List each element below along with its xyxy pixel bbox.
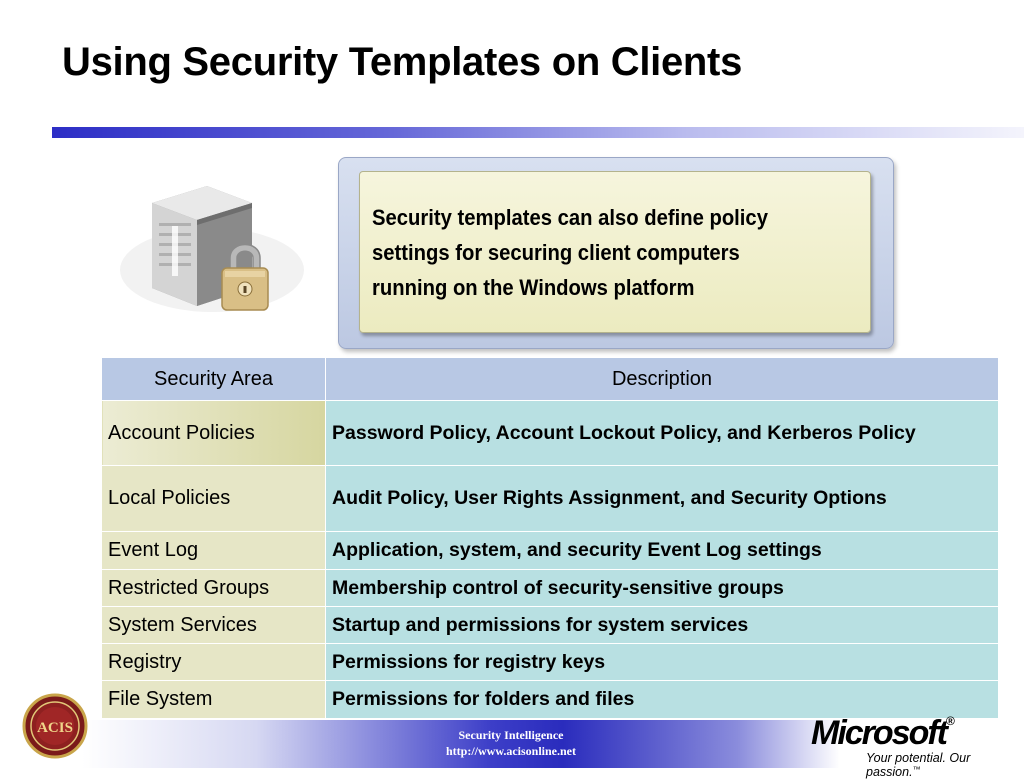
title-underline: [52, 127, 1024, 138]
table-row: File System Permissions for folders and …: [101, 680, 999, 719]
description-cell: Audit Policy, User Rights Assignment, an…: [325, 465, 999, 532]
security-areas-table: Security Area Description Account Polici…: [101, 357, 999, 719]
footer-band: [0, 720, 1024, 768]
security-area-cell: Account Policies: [101, 400, 326, 466]
header-description: Description: [325, 357, 999, 401]
callout-frame: Security templates can also define polic…: [338, 157, 894, 349]
footer-line-title: Security Intelligence: [458, 728, 564, 742]
footer-line-url: http://www.acisonline.net: [445, 744, 576, 758]
microsoft-logo: Microsoft®: [811, 714, 955, 753]
microsoft-wordmark: Microsoft: [811, 714, 948, 752]
tagline-tm: ™: [912, 765, 921, 774]
table-header-row: Security Area Description: [101, 357, 999, 401]
microsoft-tagline: Your potential. Our passion.™: [866, 751, 1024, 779]
description-cell: Permissions for folders and files: [325, 680, 999, 719]
description-cell: Membership control of security-sensitive…: [325, 569, 999, 607]
callout-box: Security templates can also define polic…: [359, 171, 871, 333]
table-row: Event Log Application, system, and secur…: [101, 531, 999, 570]
callout-text: Security templates can also define polic…: [372, 205, 768, 300]
acis-seal-logo: ACIS: [22, 693, 88, 759]
description-cell: Password Policy, Account Lockout Policy,…: [325, 400, 999, 466]
security-area-cell: Local Policies: [101, 465, 326, 532]
security-area-cell: Registry: [101, 643, 326, 681]
table-row: Account Policies Password Policy, Accoun…: [101, 400, 999, 466]
table-row: Restricted Groups Membership control of …: [101, 569, 999, 607]
acis-logo-text: ACIS: [37, 720, 73, 736]
security-area-cell: System Services: [101, 606, 326, 644]
table-row: Local Policies Audit Policy, User Rights…: [101, 465, 999, 532]
security-area-cell: Restricted Groups: [101, 569, 326, 607]
server-padlock-icon: [120, 186, 304, 312]
table-row: Registry Permissions for registry keys: [101, 643, 999, 681]
security-area-cell: Event Log: [101, 531, 326, 570]
description-cell: Application, system, and security Event …: [325, 531, 999, 570]
padlock-icon: [221, 243, 269, 311]
slide-title: Using Security Templates on Clients: [62, 40, 743, 84]
footer-text: Security Intelligence http://www.acisonl…: [380, 727, 642, 759]
table-row: System Services Startup and permissions …: [101, 606, 999, 644]
description-cell: Permissions for registry keys: [325, 643, 999, 681]
header-security-area: Security Area: [101, 357, 326, 401]
description-cell: Startup and permissions for system servi…: [325, 606, 999, 644]
security-area-cell: File System: [101, 680, 326, 719]
registered-mark: ®: [946, 714, 955, 728]
